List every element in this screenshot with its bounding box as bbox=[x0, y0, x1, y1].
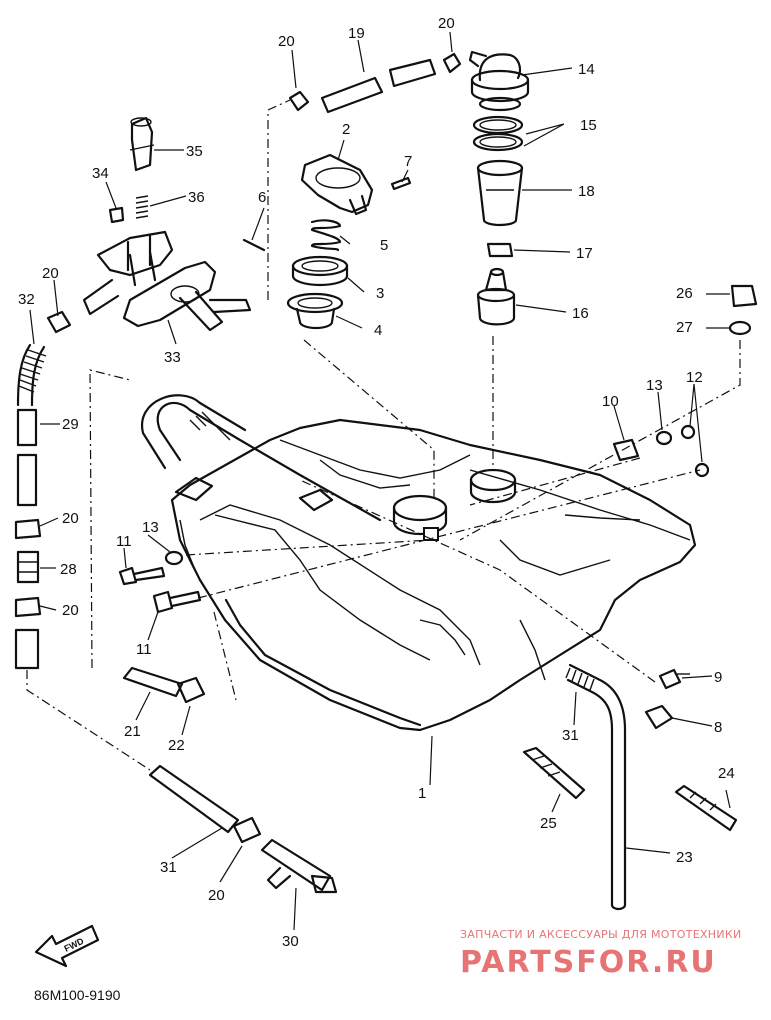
callout-2: 2 bbox=[342, 121, 350, 138]
filler-neck-assembly[interactable] bbox=[468, 50, 530, 326]
callout-35: 35 bbox=[186, 143, 203, 160]
callout-26: 26 bbox=[676, 285, 693, 302]
diagram-code: 86M100-9190 bbox=[34, 987, 121, 1003]
callout-6: 6 bbox=[258, 189, 266, 206]
callout-22: 22 bbox=[168, 737, 185, 754]
callout-19: 19 bbox=[348, 25, 365, 42]
callout-32: 32 bbox=[18, 291, 35, 308]
callout-20b: 20 bbox=[438, 15, 455, 32]
callout-18: 18 bbox=[578, 183, 595, 200]
vent-hose-upper[interactable] bbox=[140, 394, 382, 522]
cap-assembly[interactable] bbox=[242, 153, 412, 330]
callout-4: 4 bbox=[374, 322, 382, 339]
lower-parts[interactable] bbox=[118, 284, 758, 894]
callout-10: 10 bbox=[602, 393, 619, 410]
callout-11a: 11 bbox=[116, 533, 132, 550]
callout-21: 21 bbox=[124, 723, 141, 740]
callout-25: 25 bbox=[540, 815, 557, 832]
overflow-hose[interactable] bbox=[565, 663, 627, 911]
leader-lines bbox=[29, 31, 731, 931]
callout-labels: 1 2 3 4 5 6 7 8 9 10 11 11 12 13 13 14 1… bbox=[18, 15, 735, 950]
callout-28: 28 bbox=[60, 561, 77, 578]
watermark-logo: ЗАПЧАСТИ И АКСЕССУАРЫ ДЛЯ МОТОТЕХНИКИ PA… bbox=[460, 928, 742, 980]
callout-17: 17 bbox=[576, 245, 593, 262]
fuel-cock-assembly[interactable] bbox=[82, 116, 252, 332]
callout-3: 3 bbox=[376, 285, 384, 302]
fuel-tank[interactable] bbox=[170, 418, 697, 732]
callout-23: 23 bbox=[676, 849, 693, 866]
callout-1: 1 bbox=[418, 785, 426, 802]
callout-13a: 13 bbox=[142, 519, 159, 536]
callout-20e: 20 bbox=[62, 602, 79, 619]
callout-11b: 11 bbox=[136, 641, 152, 658]
callout-36: 36 bbox=[188, 189, 205, 206]
forward-arrow-icon: FWD bbox=[34, 924, 100, 968]
callout-30: 30 bbox=[282, 933, 299, 950]
left-hose-stack[interactable] bbox=[14, 310, 72, 670]
callout-24: 24 bbox=[718, 765, 735, 782]
callout-29: 29 bbox=[62, 416, 79, 433]
callout-16: 16 bbox=[572, 305, 589, 322]
callout-8: 8 bbox=[714, 719, 722, 736]
watermark-tagline: ЗАПЧАСТИ И АКСЕССУАРЫ ДЛЯ МОТОТЕХНИКИ bbox=[460, 928, 742, 941]
callout-20f: 20 bbox=[208, 887, 225, 904]
callout-9: 9 bbox=[714, 669, 722, 686]
assembly-lines bbox=[26, 99, 741, 771]
hose-19-group[interactable] bbox=[288, 52, 462, 114]
callout-20d: 20 bbox=[62, 510, 79, 527]
callout-27: 27 bbox=[676, 319, 693, 336]
callout-20a: 20 bbox=[278, 33, 295, 50]
callout-13b: 13 bbox=[646, 377, 663, 394]
callout-20c: 20 bbox=[42, 265, 59, 282]
callout-31b: 31 bbox=[160, 859, 177, 876]
callout-12: 12 bbox=[686, 369, 703, 386]
callout-5: 5 bbox=[380, 237, 388, 254]
callout-31a: 31 bbox=[562, 727, 579, 744]
callout-33: 33 bbox=[164, 349, 181, 366]
callout-34: 34 bbox=[92, 165, 109, 182]
callout-15: 15 bbox=[580, 117, 597, 134]
callout-7: 7 bbox=[404, 153, 412, 170]
callout-14: 14 bbox=[578, 61, 595, 78]
watermark-brand: PARTSFOR.RU bbox=[460, 945, 717, 980]
